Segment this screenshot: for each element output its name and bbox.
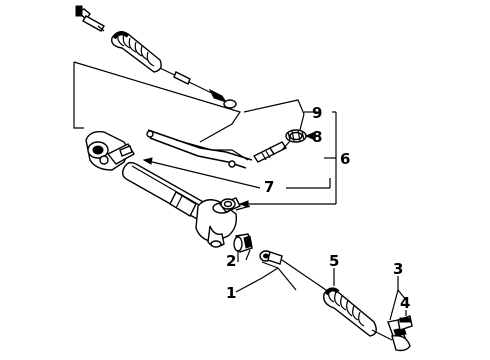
callout-9: 9 [312,104,322,122]
callout-7: 7 [264,178,274,196]
lower-boot-part-5 [323,287,393,341]
outer-tie-rod-end-part-3 [387,319,411,352]
seal-part-8 [285,129,307,143]
callout-5: 5 [329,252,339,270]
pinion-seal [220,198,236,210]
callout-1: 1 [226,284,236,302]
leaders-right [143,111,337,211]
arrowheads [142,132,314,208]
nut-part-4 [397,315,413,331]
callout-8: 8 [312,128,322,146]
pressure-lines [146,129,253,169]
line-fitting [252,141,288,163]
callout-3: 3 [393,260,403,278]
inner-tie-rod-part-1 [259,250,327,291]
leader-box-left [73,61,241,143]
upper-tie-rod-end [75,5,105,32]
callout-6: 6 [340,150,350,168]
sleeve-part-2 [233,233,253,253]
callout-2: 2 [226,252,236,270]
leaders-lower [235,249,407,321]
upper-boot [111,31,162,73]
callout-4: 4 [400,294,410,312]
valve-housing [85,130,135,171]
upper-inner-tie-rod [159,67,237,109]
